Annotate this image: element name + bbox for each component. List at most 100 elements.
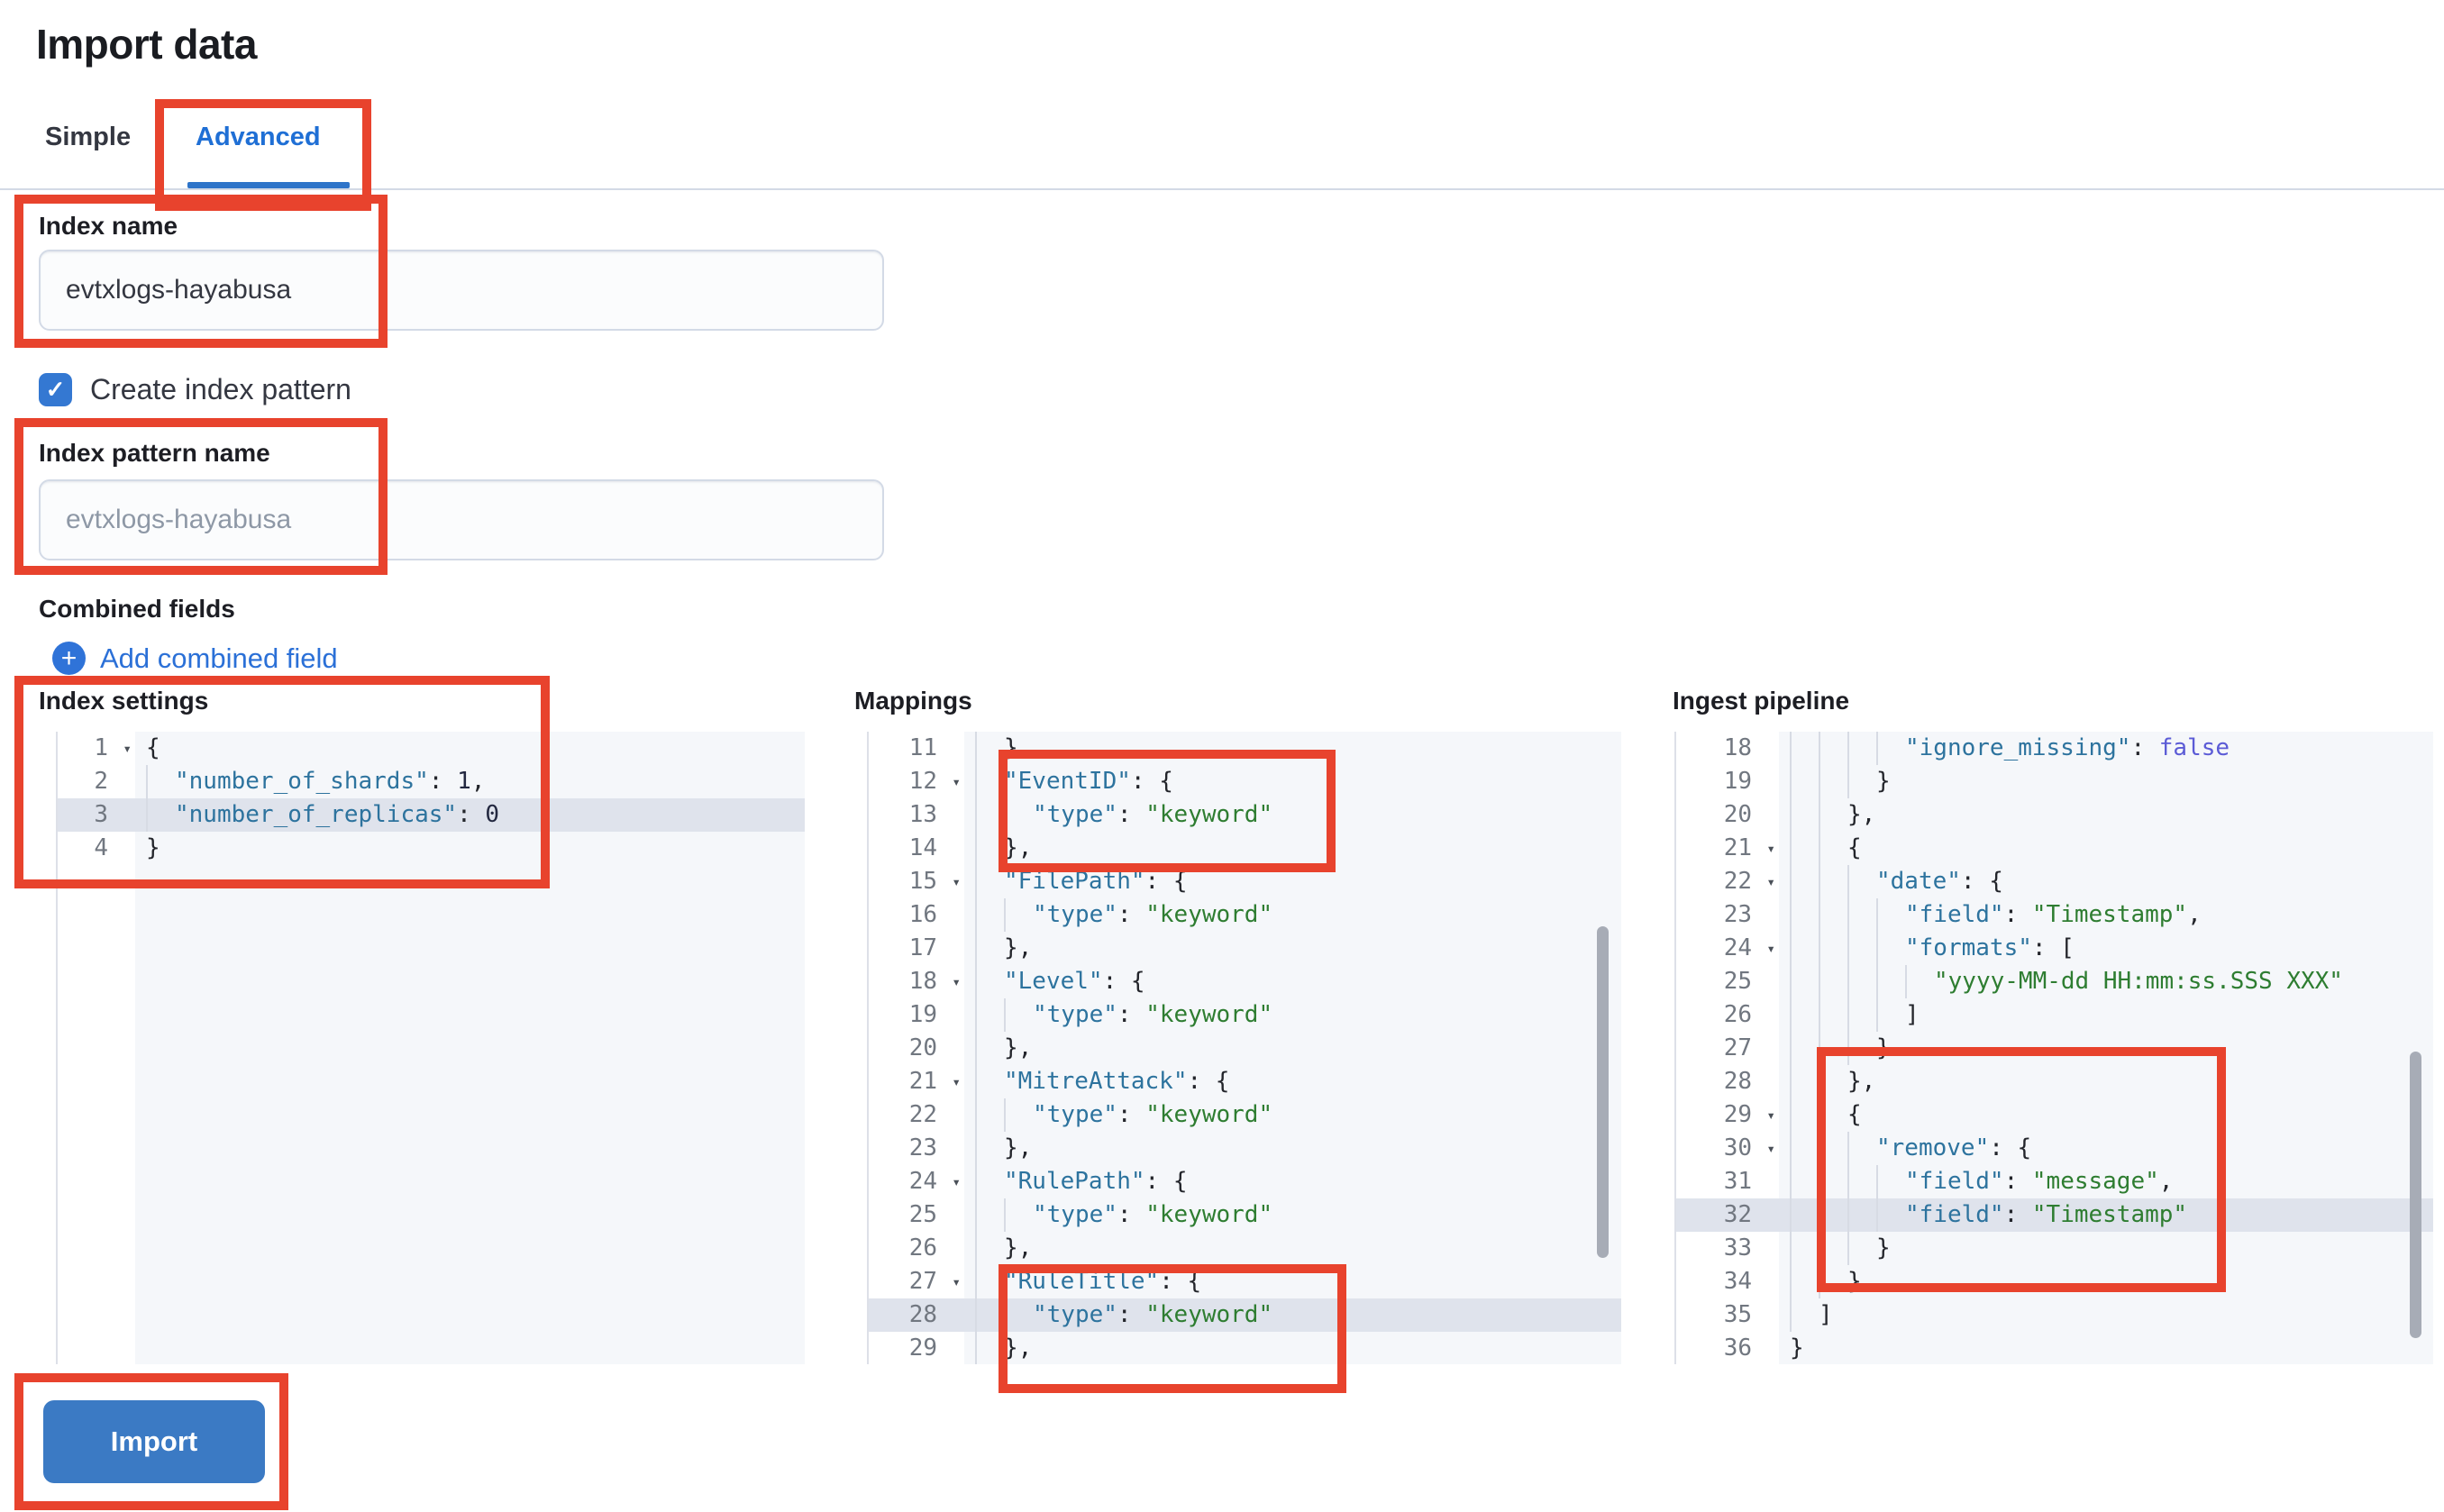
- indent-guide: [975, 1232, 1004, 1265]
- code-line-content: "type": "keyword": [964, 1198, 1621, 1232]
- code-line: 25 "type": "keyword": [869, 1198, 1621, 1232]
- mappings-scrollbar[interactable]: [1597, 926, 1609, 1258]
- code-line-content: "formats": [: [1779, 932, 2433, 965]
- indent-guide: [1847, 865, 1876, 898]
- tab-advanced[interactable]: Advanced: [196, 123, 321, 151]
- line-number: 3: [94, 801, 108, 828]
- indent-guide: [1847, 965, 1876, 998]
- create-index-pattern-label[interactable]: Create index pattern: [90, 373, 351, 405]
- line-number: 23: [1723, 901, 1752, 928]
- code-line: 13 "type": "keyword": [869, 798, 1621, 832]
- line-number: 22: [908, 1101, 937, 1128]
- code-line: 3"number_of_replicas": 0: [58, 798, 805, 832]
- indent-guide: [1819, 865, 1847, 898]
- index-settings-editor[interactable]: 1▾{2"number_of_shards": 1,3"number_of_re…: [56, 732, 805, 1364]
- code-line-content: },: [964, 1232, 1621, 1265]
- indent-guide: [1847, 1232, 1876, 1265]
- fold-icon[interactable]: ▾: [1766, 940, 1775, 957]
- code-line-content: "field": "Timestamp",: [1779, 898, 2433, 932]
- fold-icon[interactable]: ▾: [952, 973, 961, 990]
- indent-guide: [1790, 1032, 1819, 1065]
- code-line: 35]: [1676, 1298, 2433, 1332]
- code-line-content: "type": "keyword": [964, 798, 1621, 832]
- indent-guide: [1847, 932, 1876, 965]
- indent-guide: [1819, 732, 1847, 765]
- fold-icon[interactable]: ▾: [1766, 1140, 1775, 1157]
- indent-guide: [1819, 765, 1847, 798]
- index-pattern-name-input[interactable]: [39, 479, 884, 560]
- indent-guide: [1819, 965, 1847, 998]
- fold-icon[interactable]: ▾: [952, 1073, 961, 1090]
- line-number: 30▾: [1676, 1132, 1779, 1165]
- code-line: 21▾"MitreAttack": {: [869, 1065, 1621, 1098]
- indent-guide: [1876, 1198, 1905, 1232]
- fold-icon[interactable]: ▾: [1766, 1107, 1775, 1124]
- code-line-content: },: [964, 1332, 1621, 1364]
- indent-guide: [1819, 1198, 1847, 1232]
- code-line-content: "number_of_shards": 1,: [135, 765, 805, 798]
- code-line: 2"number_of_shards": 1,: [58, 765, 805, 798]
- code-line: 20},: [869, 1032, 1621, 1065]
- code-line-content: },: [964, 1032, 1621, 1065]
- code-line: 23 "field": "Timestamp",: [1676, 898, 2433, 932]
- line-number: 22▾: [1676, 865, 1779, 898]
- indent-guide: [1790, 1298, 1819, 1332]
- line-number: 35: [1723, 1301, 1752, 1328]
- fold-icon[interactable]: ▾: [123, 740, 132, 757]
- fold-icon[interactable]: ▾: [952, 1173, 961, 1190]
- code-line-content: "type": "keyword": [964, 1298, 1621, 1332]
- code-line-content: "MitreAttack": {: [964, 1065, 1621, 1098]
- line-number: 32: [1723, 1201, 1752, 1228]
- code-line-content: }: [146, 834, 160, 861]
- create-index-pattern-checkbox[interactable]: ✓: [39, 373, 72, 406]
- indent-guide: [1819, 798, 1847, 832]
- line-number: 25: [908, 1201, 937, 1228]
- indent-guide: [1876, 1165, 1905, 1198]
- line-number: 28: [908, 1301, 937, 1328]
- import-button[interactable]: Import: [43, 1400, 265, 1483]
- code-line-content: }: [1779, 1265, 2433, 1298]
- code-line: 11},: [869, 732, 1621, 765]
- line-number: 1▾: [58, 732, 135, 765]
- indent-guide: [975, 765, 1004, 798]
- indent-guide: [975, 998, 1004, 1032]
- line-number: 4: [94, 834, 108, 861]
- fold-icon[interactable]: ▾: [1766, 840, 1775, 857]
- indent-guide: [1905, 965, 1934, 998]
- line-number: 36: [1723, 1334, 1752, 1362]
- code-line: 19}: [1676, 765, 2433, 798]
- indent-guide: [1847, 1165, 1876, 1198]
- code-line: 32 "field": "Timestamp": [1676, 1198, 2433, 1232]
- mappings-editor[interactable]: 11},12▾"EventID": {13"type": "keyword"14…: [867, 732, 1621, 1364]
- indent-guide: [1876, 732, 1905, 765]
- indent-guide: [975, 1132, 1004, 1165]
- indent-guide: [1819, 832, 1847, 865]
- indent-guide: [975, 1165, 1004, 1198]
- ingest-pipeline-scrollbar[interactable]: [2410, 1052, 2421, 1338]
- indent-guide: [1819, 1032, 1847, 1065]
- create-index-pattern-row: ✓ Create index pattern: [39, 373, 351, 406]
- line-number: 12▾: [869, 765, 964, 798]
- line-number: 18▾: [869, 965, 964, 998]
- line-number: 26: [1723, 1001, 1752, 1028]
- fold-icon[interactable]: ▾: [952, 1273, 961, 1290]
- index-name-input[interactable]: [39, 250, 884, 331]
- add-combined-field-link[interactable]: + Add combined field: [52, 642, 338, 675]
- line-number: 15▾: [869, 865, 964, 898]
- indent-guide: [1790, 1198, 1819, 1232]
- tab-simple[interactable]: Simple: [45, 123, 132, 151]
- indent-guide: [1819, 1232, 1847, 1265]
- indent-guide: [1790, 1232, 1819, 1265]
- fold-icon[interactable]: ▾: [952, 773, 961, 790]
- indent-guide: [975, 1065, 1004, 1098]
- line-number: 20: [908, 1034, 937, 1061]
- line-number: 29▾: [1676, 1098, 1779, 1132]
- indent-guide: [1819, 998, 1847, 1032]
- fold-icon[interactable]: ▾: [1766, 873, 1775, 890]
- fold-icon[interactable]: ▾: [952, 873, 961, 890]
- add-combined-field-label: Add combined field: [100, 642, 338, 674]
- line-number: 13: [908, 801, 937, 828]
- indent-guide: [1847, 1032, 1876, 1065]
- code-line-content: "field": "Timestamp": [1779, 1198, 2433, 1232]
